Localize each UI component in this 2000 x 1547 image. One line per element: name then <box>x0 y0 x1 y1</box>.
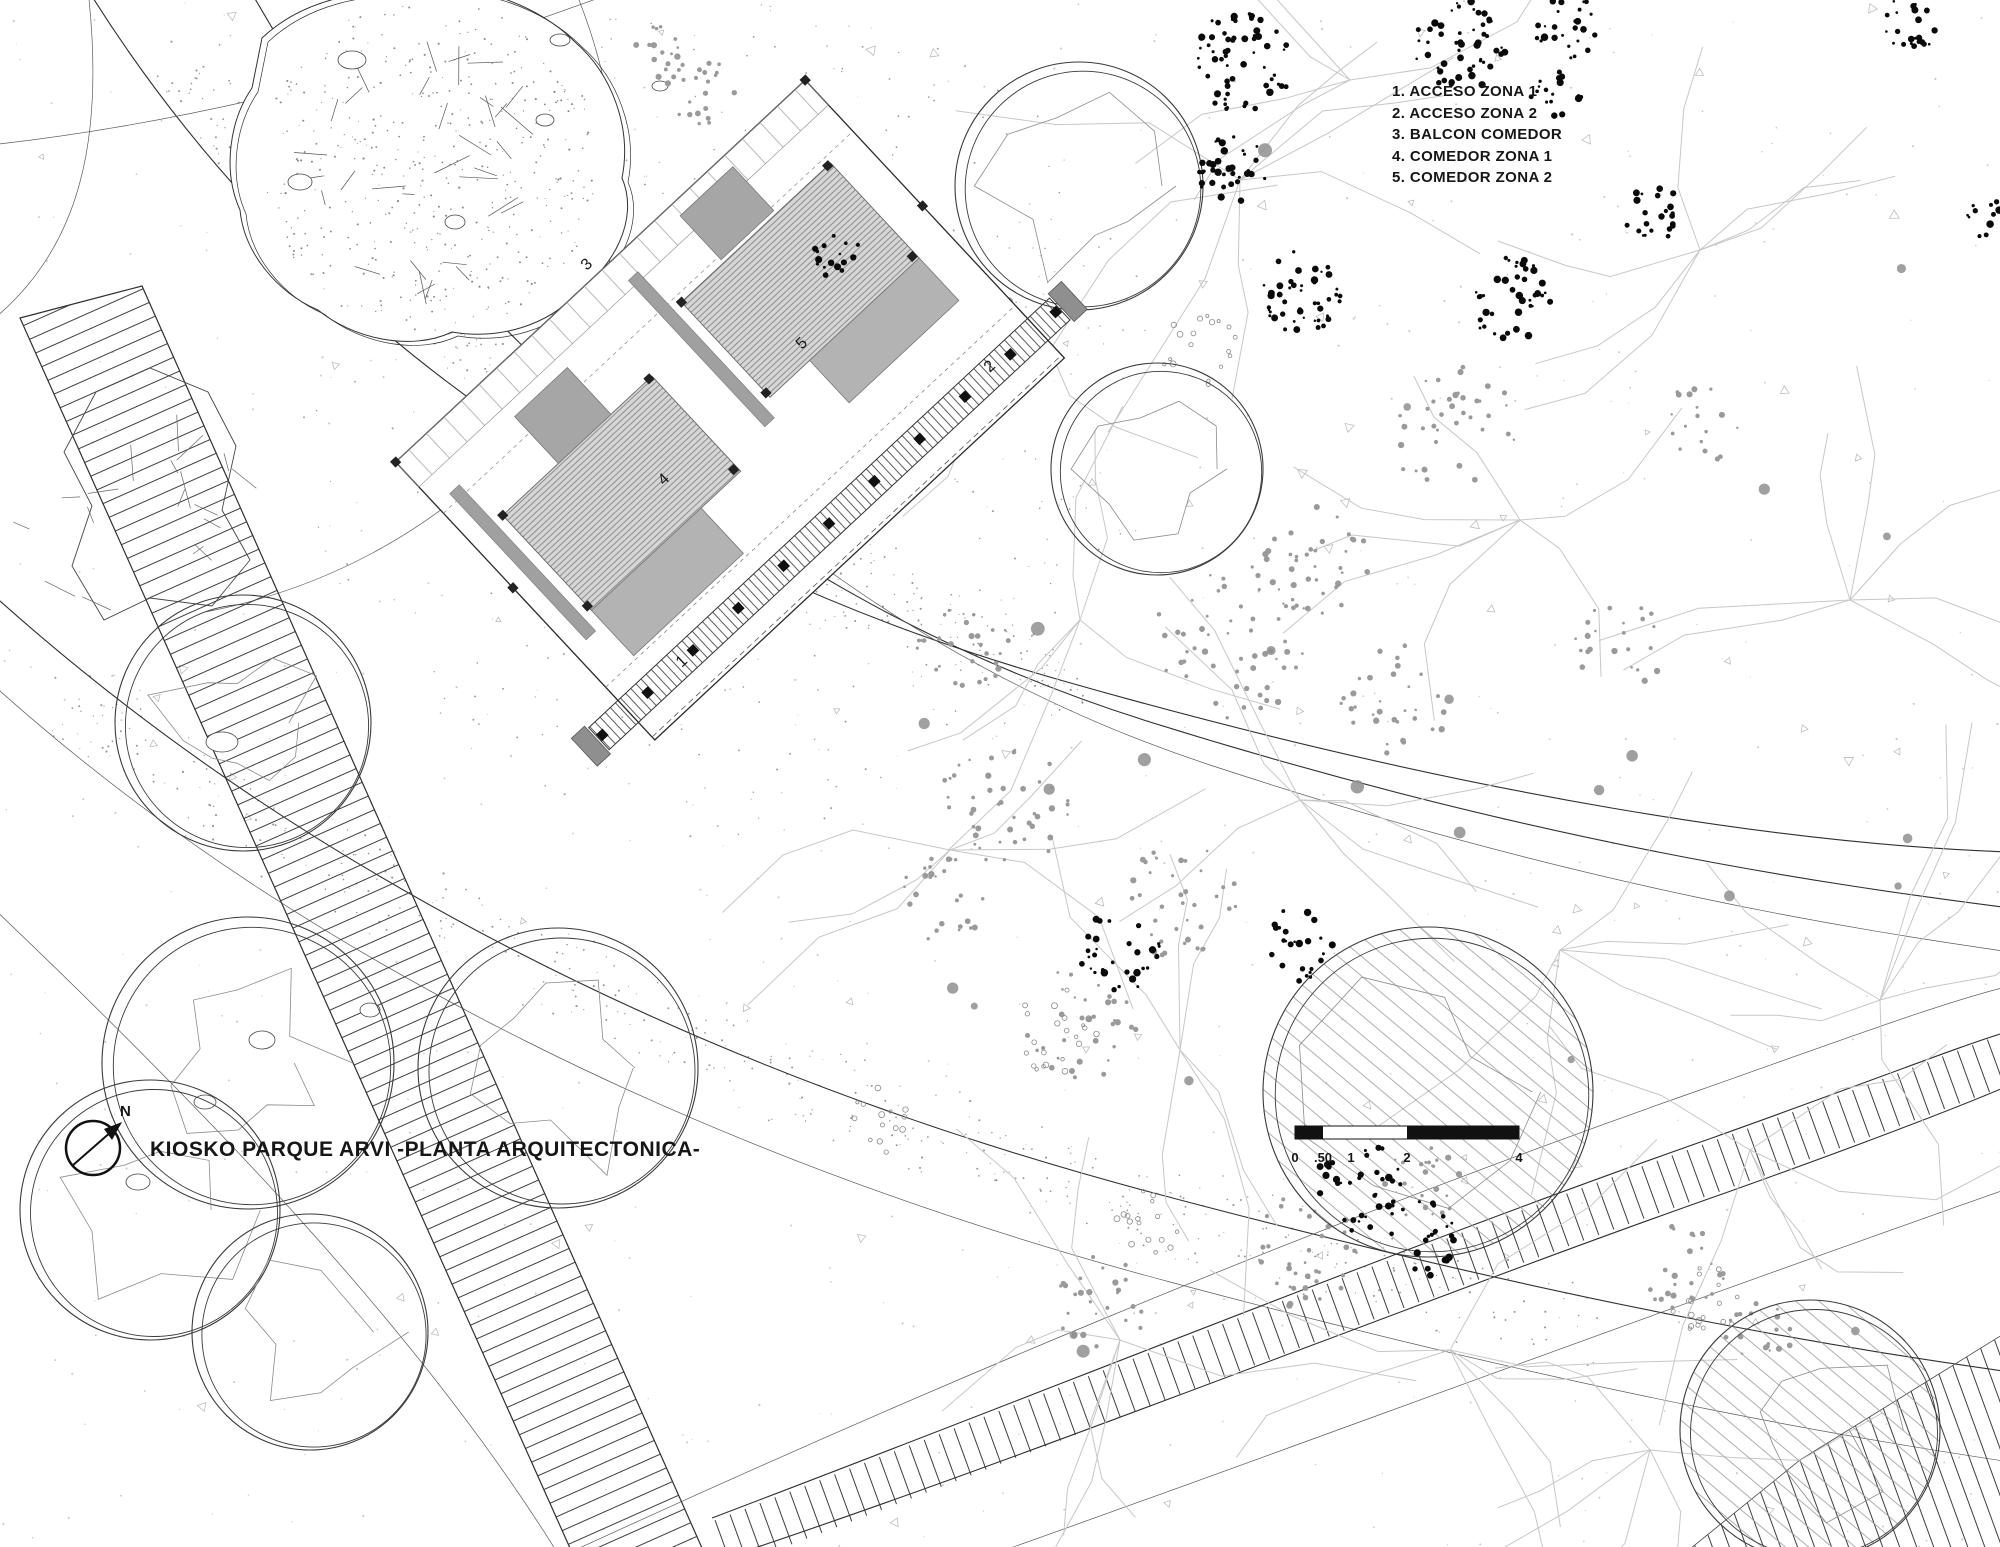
rock-outline-2 <box>63 367 251 621</box>
compass-circle <box>64 1119 122 1177</box>
scale-seg-a <box>1295 1126 1323 1139</box>
legend-item: 3. BALCON COMEDOR <box>1392 126 1562 143</box>
compass-pointer <box>104 1122 122 1140</box>
legend-item: 5. COMEDOR ZONA 2 <box>1392 169 1552 186</box>
roof-beam-zona-1 <box>449 484 597 641</box>
scale-label: 2 <box>1403 1150 1410 1165</box>
diagonal-walkway-band <box>19 285 703 1547</box>
north-arrow: N <box>64 1103 131 1177</box>
bottom-walkway-band <box>711 1035 2000 1547</box>
scale-label: 0 <box>1291 1150 1298 1165</box>
drawing-title: KIOSKO PARQUE ARVI -PLANTA ARQUITECTONIC… <box>150 1138 700 1161</box>
scale-label: .50 <box>1314 1150 1332 1165</box>
legend-item: 4. COMEDOR ZONA 1 <box>1392 148 1552 165</box>
legend-item: 1. ACCESO ZONA 1 <box>1392 83 1537 100</box>
vegetation-dark <box>812 0 2000 1279</box>
access-1-deck <box>570 725 612 767</box>
legend-item: 2. ACCESO ZONA 2 <box>1392 105 1537 122</box>
north-label: N <box>120 1103 131 1120</box>
scale-label: 4 <box>1515 1150 1523 1165</box>
tree-canopies <box>19 61 1941 1547</box>
access-2-deck <box>1047 280 1088 323</box>
structural-columns <box>389 74 1063 742</box>
roof-slab-zona-2 <box>808 257 960 404</box>
scale-label: 1 <box>1347 1150 1354 1165</box>
roof-block-zona-2 <box>679 166 775 261</box>
roof-block-zona-1 <box>514 366 612 465</box>
scale-seg-b <box>1407 1126 1519 1139</box>
kiosko-building-plan <box>389 74 1088 767</box>
roof-beam-zona-2 <box>627 271 775 428</box>
roof-slab-zona-1 <box>590 507 744 657</box>
rock-outcrop <box>13 0 669 1191</box>
scale-bar: 0 .50 1 2 4 <box>1291 1125 1523 1165</box>
legend: 1. ACCESO ZONA 1 2. ACCESO ZONA 2 3. BAL… <box>1392 83 1562 186</box>
vegetation-gray <box>633 0 2000 1547</box>
